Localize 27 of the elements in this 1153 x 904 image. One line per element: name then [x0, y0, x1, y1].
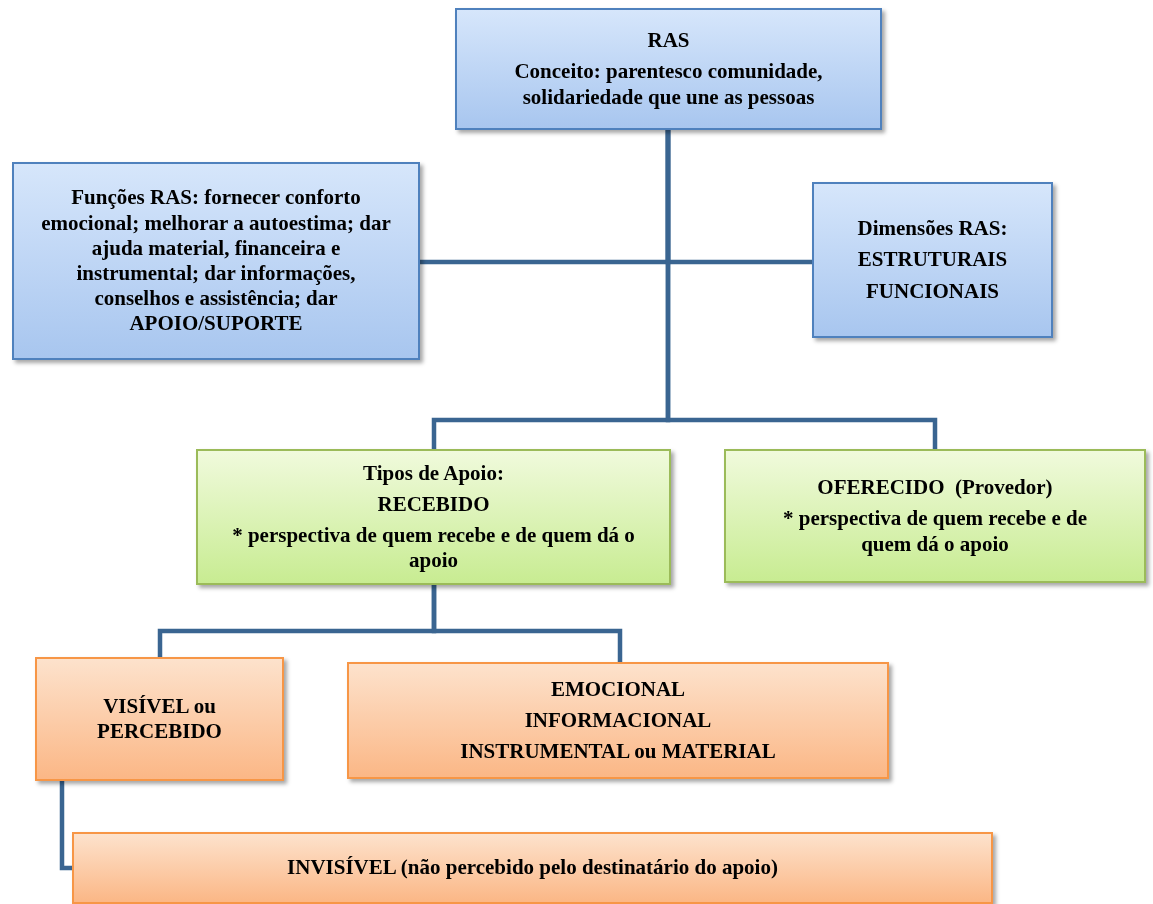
support-type-box	[724, 449, 1146, 583]
support-category-box	[347, 662, 889, 779]
box-text: * perspectiva de quem recebe e de quem dá o apoio	[231, 523, 636, 574]
box-text: OFERECIDO (Provedor)	[817, 475, 1053, 501]
box-text: FUNCIONAIS	[866, 278, 999, 304]
concept-box	[812, 182, 1053, 338]
box-text: Dimensões RAS:	[857, 216, 1008, 242]
support-category-box	[35, 657, 284, 781]
concept-box	[455, 8, 882, 130]
connector-line	[665, 130, 938, 449]
box-text: ESTRUTURAIS	[857, 247, 1008, 273]
box-text: EMOCIONAL	[550, 676, 686, 702]
box-text: * perspectiva de quem recebe e de quem dá o apoio	[781, 506, 1088, 557]
concept-box	[12, 162, 420, 360]
box-text: INVISÍVEL (não percebido pelo destinatário do apoio)	[287, 855, 778, 881]
box-text: RECEBIDO	[377, 491, 490, 517]
box-text: Conceito: parentesco comunidade, solidariedade que une as pessoas	[513, 59, 824, 110]
support-category-box	[72, 832, 993, 904]
box-text: VISÍVEL ou PERCEBIDO	[96, 693, 223, 745]
box-text: Tipos de Apoio:	[363, 460, 504, 486]
connector-line	[431, 585, 623, 662]
box-text: Funções RAS: fornecer conforto emocional; melhorar a autoestima; dar ajuda material, financeira e instrumental; dar informações, conselhos e assistência; dar APOIO/SUPORTE	[40, 185, 392, 337]
box-text: RAS	[647, 28, 690, 54]
box-text: INSTRUMENTAL ou MATERIAL	[460, 739, 776, 765]
box-text: INFORMACIONAL	[524, 707, 712, 734]
connector-line	[59, 781, 72, 871]
support-type-box	[196, 449, 671, 585]
